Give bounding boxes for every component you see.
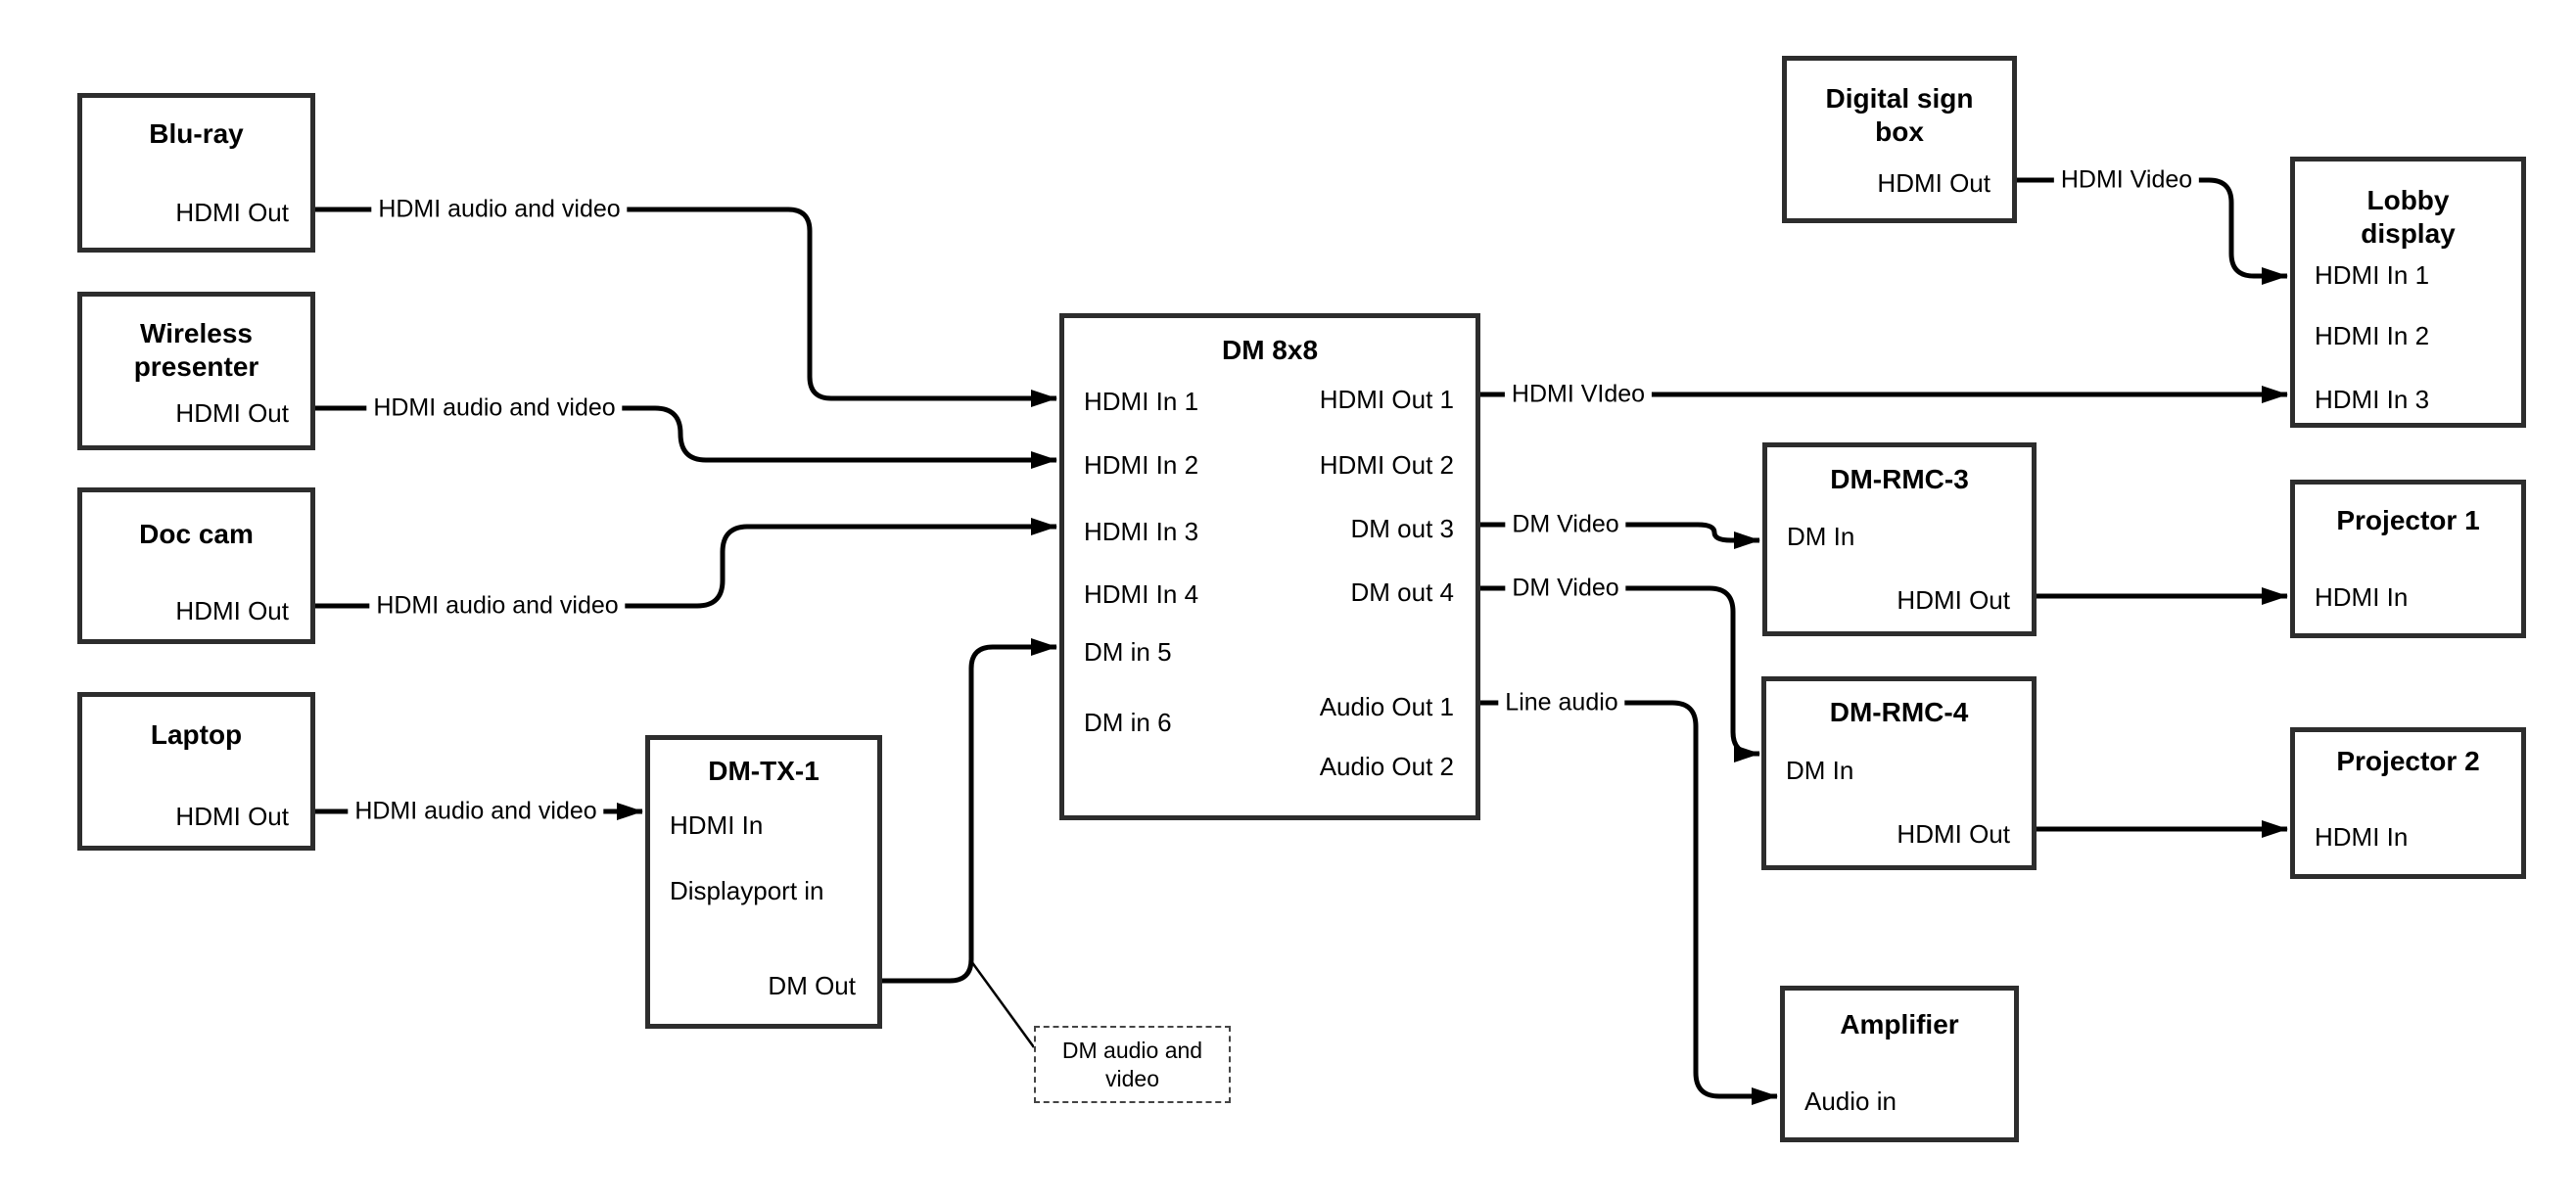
port-dm-out: DM Out xyxy=(768,971,856,1000)
port-hdmi-out: HDMI Out xyxy=(1897,819,2010,849)
port-hdmi-in-2: HDMI In 2 xyxy=(1084,450,1199,480)
port-hdmi-out: HDMI Out xyxy=(1897,585,2010,615)
box-dm-8x8: DM 8x8 HDMI In 1 HDMI In 2 HDMI In 3 HDM… xyxy=(1059,313,1480,820)
box-dm-tx-1: DM-TX-1 HDMI In Displayport in DM Out xyxy=(645,735,882,1029)
note-text: DM audio and video xyxy=(1061,1037,1203,1091)
port-hdmi-out: HDMI Out xyxy=(175,596,289,625)
box-wireless-presenter: Wireless presenter HDMI Out xyxy=(77,292,315,450)
box-bluray: Blu-ray HDMI Out xyxy=(77,93,315,253)
box-dm-rmc-3: DM-RMC-3 DM In HDMI Out xyxy=(1762,442,2037,636)
port-hdmi-out-2: HDMI Out 2 xyxy=(1319,450,1454,480)
box-title: Digital sign box xyxy=(1825,83,1974,147)
port-hdmi-out: HDMI Out xyxy=(1877,168,1991,198)
port-dm-in-6: DM in 6 xyxy=(1084,708,1172,737)
note-dm-audio-video: DM audio and video xyxy=(1034,1026,1231,1103)
connector-dm8x8-out3-to-dmrmc3 xyxy=(1480,522,1760,549)
port-hdmi-out: HDMI Out xyxy=(175,398,289,428)
port-dm-out-4: DM out 4 xyxy=(1350,577,1455,607)
box-title: DM-RMC-3 xyxy=(1830,464,1969,494)
edge-label-hdmi-av-bluray: HDMI audio and video xyxy=(371,195,628,224)
connector-doccam-to-dm8x8-in3 xyxy=(315,518,1057,609)
port-dm-in: DM In xyxy=(1786,756,1854,785)
port-dm-in: DM In xyxy=(1787,522,1855,551)
port-displayport-in: Displayport in xyxy=(670,876,824,905)
connector-bluray-to-dm8x8-in1 xyxy=(315,207,1057,407)
edge-label-hdmi-video-out1: HDMI VIdeo xyxy=(1504,380,1653,409)
box-dm-rmc-4: DM-RMC-4 DM In HDMI Out xyxy=(1761,676,2037,870)
box-title: DM-RMC-4 xyxy=(1829,697,1969,727)
box-digital-sign: Digital sign box HDMI Out xyxy=(1782,56,2017,223)
port-hdmi-in: HDMI In xyxy=(2315,582,2409,612)
edge-label-dm-video-out3: DM Video xyxy=(1505,510,1626,539)
note-leader-line xyxy=(969,960,1036,1048)
box-title: Laptop xyxy=(150,719,243,750)
port-hdmi-in-1: HDMI In 1 xyxy=(2315,260,2430,290)
box-title: DM 8x8 xyxy=(1221,335,1319,365)
connector-dm8x8-out4-to-dmrmc4 xyxy=(1480,585,1760,762)
box-title: DM-TX-1 xyxy=(708,756,820,786)
port-hdmi-in: HDMI In xyxy=(2315,822,2409,852)
edge-label-hdmi-av-doccam: HDMI audio and video xyxy=(369,591,626,621)
edge-label-hdmi-av-wireless: HDMI audio and video xyxy=(366,393,623,423)
port-audio-out-2: Audio Out 2 xyxy=(1319,752,1454,781)
connector-wireless-to-dm8x8-in2 xyxy=(315,405,1057,469)
connector-sign-to-lobby-in1 xyxy=(2017,177,2288,285)
edge-label-hdmi-av-laptop: HDMI audio and video xyxy=(348,797,604,826)
box-title: Doc cam xyxy=(139,519,254,549)
box-projector-2: Projector 2 HDMI In xyxy=(2290,727,2526,879)
port-hdmi-in-1: HDMI In 1 xyxy=(1084,387,1199,416)
box-doc-cam: Doc cam HDMI Out xyxy=(77,487,315,644)
box-title: Amplifier xyxy=(1840,1009,1959,1039)
port-audio-out-1: Audio Out 1 xyxy=(1319,692,1454,721)
box-amplifier: Amplifier Audio in xyxy=(1780,986,2019,1142)
connector-dm8x8-audio1-to-amplifier xyxy=(1480,700,1778,1105)
edge-label-hdmi-video-sign: HDMI Video xyxy=(2053,165,2200,195)
port-hdmi-out: HDMI Out xyxy=(175,198,289,227)
port-hdmi-in-3: HDMI In 3 xyxy=(1084,517,1199,546)
edge-label-line-audio: Line audio xyxy=(1498,688,1625,717)
port-hdmi-in-3: HDMI In 3 xyxy=(2315,385,2430,414)
box-title: Lobby display xyxy=(2361,185,2456,249)
box-projector-1: Projector 1 HDMI In xyxy=(2290,480,2526,638)
connector-dmtx1-to-dm8x8-in5 xyxy=(882,638,1057,984)
port-audio-in: Audio in xyxy=(1804,1086,1897,1116)
box-lobby-display: Lobby display HDMI In 1 HDMI In 2 HDMI I… xyxy=(2290,157,2526,428)
port-dm-out-3: DM out 3 xyxy=(1350,514,1455,543)
port-hdmi-in: HDMI In xyxy=(670,810,764,840)
box-title: Blu-ray xyxy=(149,118,244,149)
box-title: Projector 1 xyxy=(2336,505,2480,535)
box-title: Wireless presenter xyxy=(133,318,259,382)
port-hdmi-out: HDMI Out xyxy=(175,802,289,831)
box-laptop: Laptop HDMI Out xyxy=(77,692,315,851)
edge-label-dm-video-out4: DM Video xyxy=(1505,574,1626,603)
port-hdmi-out-1: HDMI Out 1 xyxy=(1319,385,1454,414)
port-hdmi-in-4: HDMI In 4 xyxy=(1084,579,1199,609)
box-title: Projector 2 xyxy=(2336,746,2480,776)
port-dm-in-5: DM in 5 xyxy=(1084,637,1172,667)
port-hdmi-in-2: HDMI In 2 xyxy=(2315,321,2430,350)
